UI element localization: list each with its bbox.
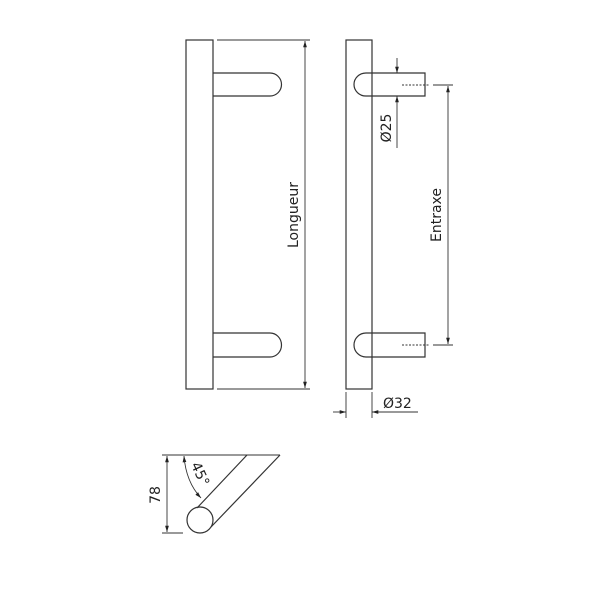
handle-bar <box>185 39 214 390</box>
length-label: Longueur <box>286 182 302 248</box>
diagonal-edge <box>210 454 281 528</box>
standoff-diameter-label: Ø25 <box>379 114 395 143</box>
section-view: 78 45° <box>148 454 281 534</box>
bar-section-circle <box>186 506 214 534</box>
diagonal-edge <box>196 454 248 509</box>
top-standoff <box>213 72 283 97</box>
height-label: 78 <box>148 486 164 504</box>
side-view: Entraxe Ø25 Ø32 <box>333 39 453 418</box>
front-view: Longueur <box>185 39 310 390</box>
center-distance-label: Entraxe <box>429 188 445 242</box>
bottom-standoff <box>213 332 283 358</box>
top-standoff-side <box>353 72 426 97</box>
bottom-standoff-side <box>353 332 426 358</box>
angle-arc <box>182 455 202 499</box>
bar-diameter-label: Ø32 <box>383 396 412 412</box>
handle-bar-side <box>345 39 373 390</box>
angle-label: 45° <box>187 460 212 489</box>
